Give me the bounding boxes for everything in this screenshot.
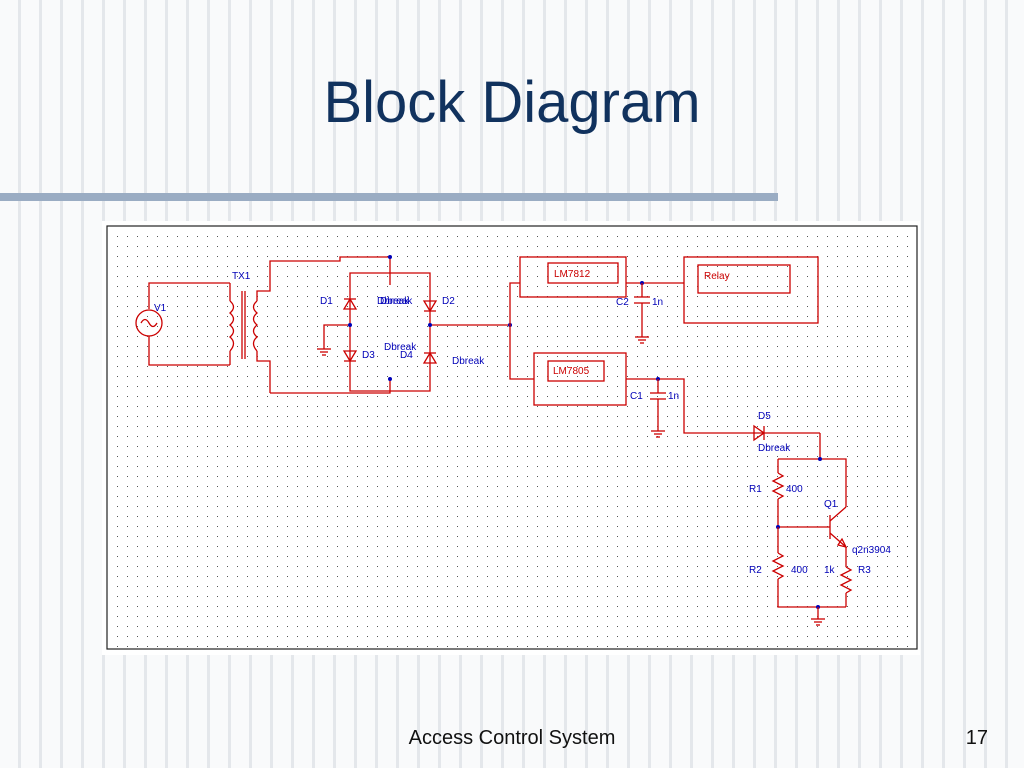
ac-sine-icon (140, 318, 158, 328)
regulator-12v-label: LM7812 (554, 269, 591, 280)
node (388, 255, 392, 259)
capacitor-c1-label: C1 (630, 391, 643, 402)
capacitor-c1: C1 1n (630, 379, 679, 438)
page-number: 17 (965, 727, 988, 749)
dot-grid (108, 227, 916, 648)
resistor-r1-value: 400 (786, 484, 803, 495)
diode-d5-label: D5 (758, 411, 771, 422)
transformer-label: TX1 (232, 271, 251, 282)
diode-d5: D5 Dbreak (753, 411, 821, 459)
regulator-12v-box (519, 256, 627, 298)
regulator-5v-label: LM7805 (553, 366, 590, 377)
q1-collector (829, 506, 847, 522)
diode-d5-icon (753, 424, 766, 442)
relay: Relay (682, 256, 819, 324)
transistor-driver: R1 400 Q1 q2n3904 R2 400 1k R3 (749, 457, 891, 626)
tx-secondary-lead-top (256, 265, 271, 301)
regulator-5v-inner (547, 360, 605, 382)
driver-supply-wire (778, 458, 847, 497)
resistor-r3-icon (839, 566, 853, 594)
bridge-wire-upper (349, 272, 431, 285)
diode-d2-label: D2 (442, 296, 455, 307)
bridge-wire-top (269, 256, 391, 285)
diode-d1-label: D1 (320, 296, 333, 307)
diode-d2-model: Dbreak (380, 296, 413, 307)
transistor-label: Q1 (824, 499, 838, 510)
resistor-r2-label: R2 (749, 565, 762, 576)
node (818, 457, 822, 461)
diode-d3-model: Dbreak (384, 342, 417, 353)
tx-primary-coil (229, 300, 235, 352)
regulator-lm7812: LM7812 (509, 256, 682, 325)
resistor-r3-value: 1k (824, 565, 836, 576)
resistor-r2-icon (771, 552, 785, 580)
capacitor-c1-value: 1n (668, 391, 679, 402)
transistor-model: q2n3904 (852, 545, 891, 556)
regulator-lm7805: LM7805 (509, 325, 820, 434)
ac-source-circle (135, 309, 163, 337)
capacitor-c2-value: 1n (652, 297, 663, 308)
regulator-12v-inner (547, 262, 619, 284)
diode-d1-model: Dbreak (377, 296, 410, 307)
reg5-output-wire (626, 378, 820, 434)
schematic-frame: V1 TX1 (102, 221, 920, 655)
capacitor-c2-label: C2 (616, 297, 629, 308)
diode-d3-label: D3 (362, 350, 375, 361)
reg5-input-wire (509, 325, 534, 380)
relay-box (683, 256, 819, 324)
resistor-r3-label: R3 (858, 565, 871, 576)
tx-secondary-lead-bottom (256, 351, 271, 393)
source-wire-bottom (148, 336, 230, 366)
node (428, 323, 432, 327)
title-rule (0, 193, 778, 201)
resistor-r2-value: 400 (791, 565, 808, 576)
capacitor-c2: C2 1n (616, 283, 663, 344)
reg12-input-wire (509, 282, 520, 325)
tx-secondary-coil (252, 300, 258, 352)
diode-d3-icon (342, 350, 358, 363)
bridge-ground-wire (323, 324, 350, 349)
bridge-wire-lower (349, 379, 431, 392)
source-label: V1 (154, 303, 167, 314)
diode-d2-icon (422, 300, 438, 313)
transformer-tx1: TX1 (229, 265, 271, 393)
resistor-r1-icon (771, 472, 785, 500)
node (348, 323, 352, 327)
diode-d5-model: Dbreak (758, 443, 791, 454)
slide-title: Block Diagram (323, 70, 701, 135)
diode-d4-label: D4 (400, 350, 413, 361)
node (388, 377, 392, 381)
ac-source-v1: V1 (135, 282, 230, 366)
relay-inner (697, 264, 791, 294)
bridge-wire-bottom (270, 379, 391, 394)
diode-d4-model: Dbreak (452, 356, 485, 367)
circuit-schematic: V1 TX1 (106, 225, 918, 650)
r2-lead-bottom (777, 579, 846, 608)
source-wire-top (148, 282, 230, 309)
q1-arrow-icon (836, 537, 848, 548)
footer-text: Access Control System (408, 727, 616, 749)
relay-label: Relay (704, 271, 730, 282)
diode-d4-icon (422, 351, 438, 364)
q1-emitter (829, 532, 847, 548)
bridge-rectifier: D1 D2 D3 D4 Dbreak Dbreak Dbreak Dbreak (269, 255, 512, 394)
resistor-r1-label: R1 (749, 484, 762, 495)
diode-d1-icon (342, 297, 358, 310)
